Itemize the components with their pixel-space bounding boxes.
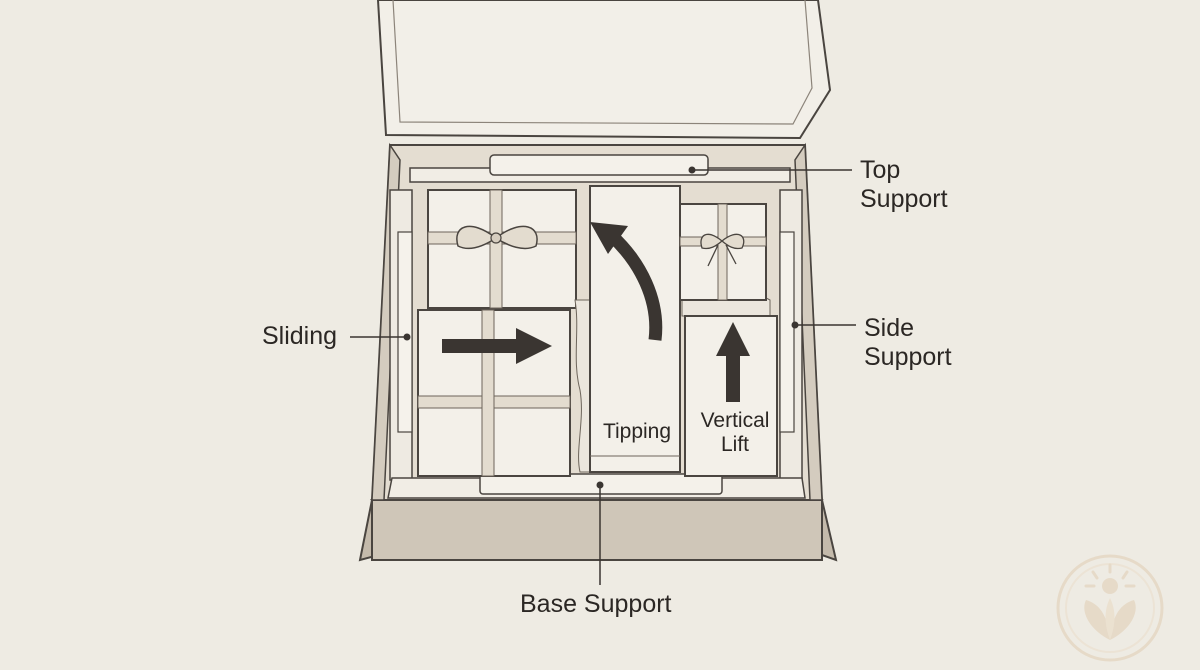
top-support-label: Top Support <box>860 156 948 214</box>
base-support-label: Base Support <box>520 590 672 618</box>
side-support-leader <box>791 321 856 329</box>
vertical-lift-arrow-icon <box>716 322 750 402</box>
gift-box-small-right <box>679 203 771 317</box>
gift-box-upper-left <box>427 189 577 309</box>
side-support-label-line2: Support <box>864 343 952 371</box>
base-support-leader <box>596 481 604 585</box>
vertical-lift-label-line2: Lift <box>720 433 749 456</box>
sliding-arrow-icon <box>442 328 552 364</box>
sliding-label: Sliding <box>262 322 338 350</box>
side-support-right <box>779 189 803 481</box>
tipping-arrow-icon <box>590 222 663 341</box>
side-support-label-line1: Side <box>864 314 915 342</box>
side-support-left <box>389 189 413 481</box>
top-support-leader <box>688 166 852 174</box>
top-support-label-line1: Top <box>860 156 901 184</box>
box-lid <box>376 0 832 140</box>
tipping-label: Tipping <box>602 420 672 443</box>
vertical-lift-label-line1: Vertical <box>700 409 770 432</box>
sliding-leader <box>350 333 411 341</box>
side-support-label: Side Support <box>864 314 952 372</box>
vertical-lift-label: Vertical Lift <box>692 409 778 457</box>
gift-box-lower-left <box>417 309 571 477</box>
top-support-label-line2: Support <box>860 185 948 213</box>
watermark-logo <box>1056 554 1164 662</box>
base-support-insert <box>387 473 806 499</box>
